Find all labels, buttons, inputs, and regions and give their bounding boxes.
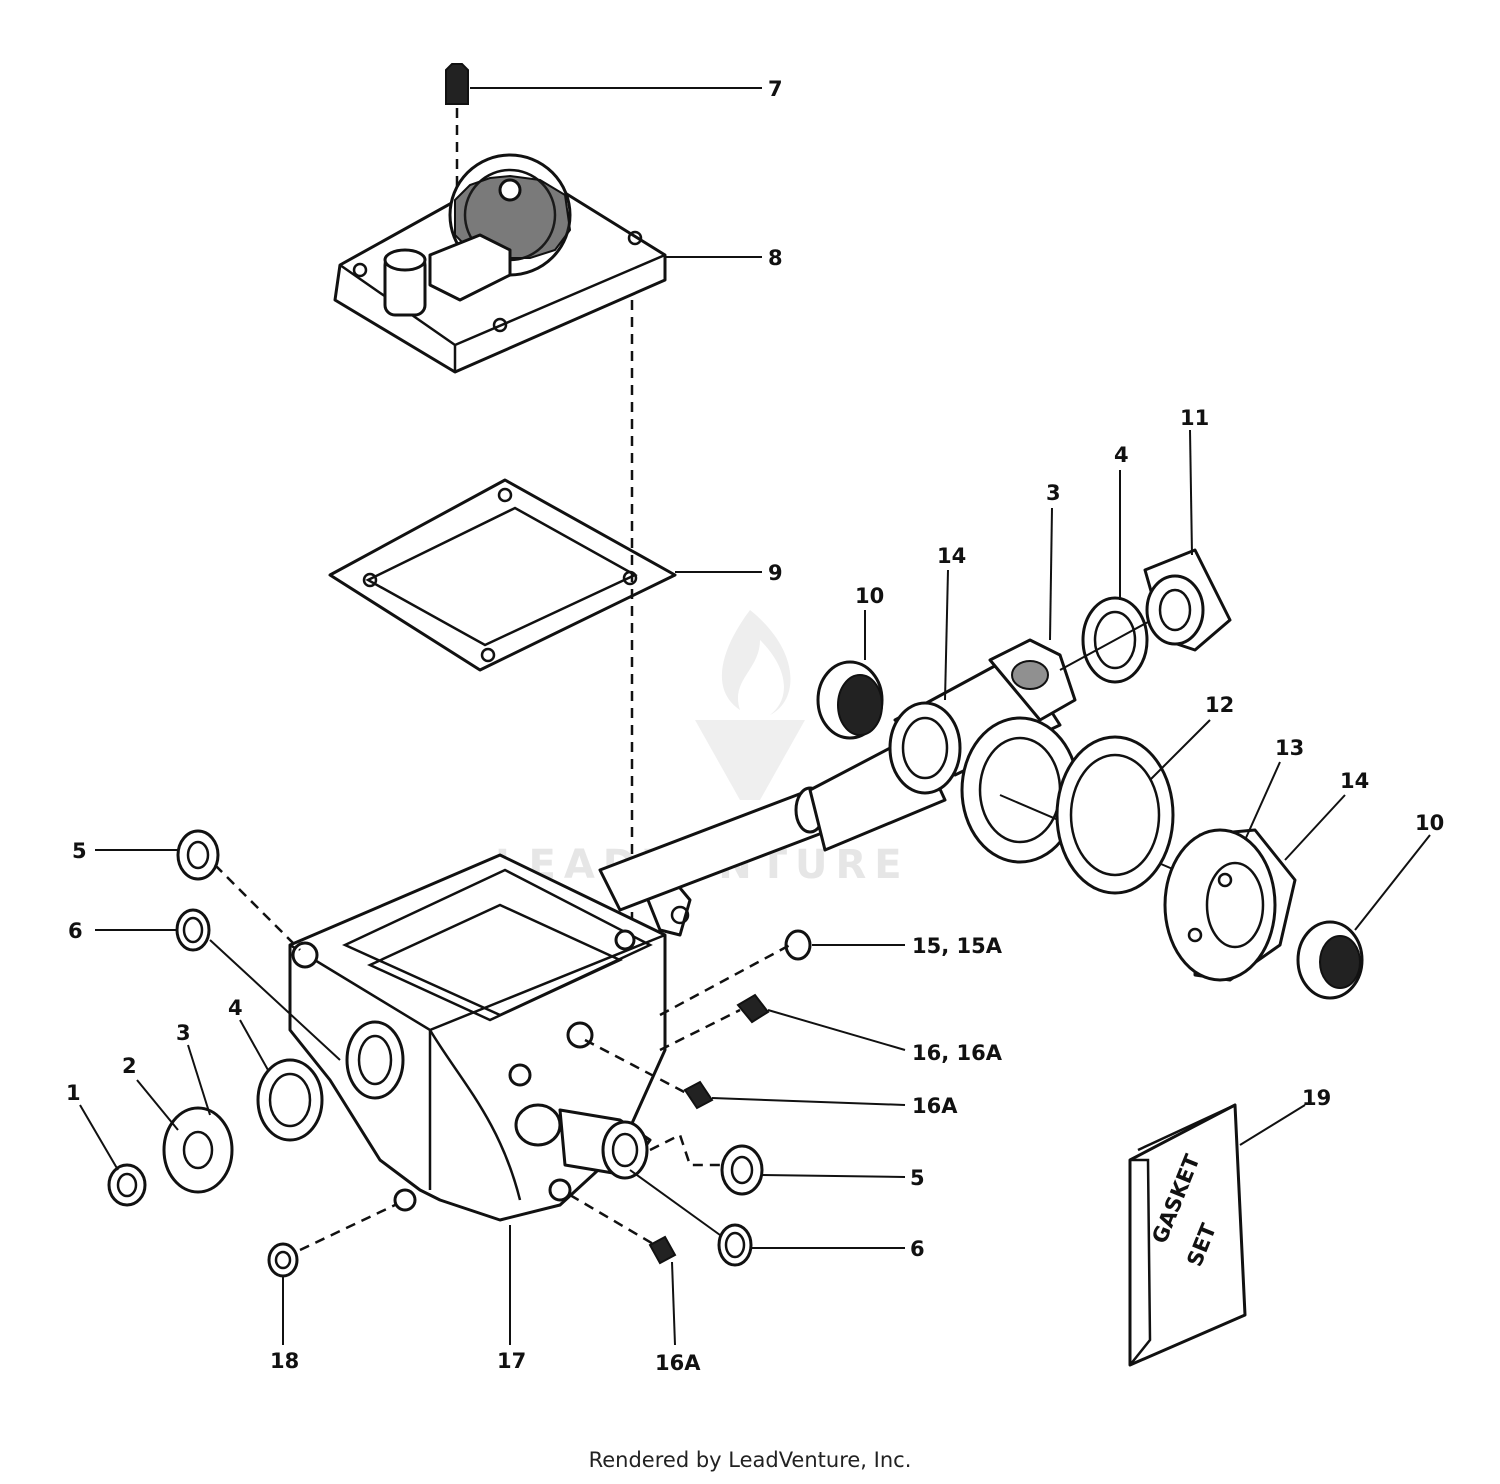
label-7: 7 [768,77,783,101]
label-4-left: 4 [228,996,243,1020]
part-7-set-screw [445,63,469,190]
label-12: 12 [1205,693,1234,717]
label-13: 13 [1275,736,1304,760]
label-16a-bottom: 16A [655,1351,701,1375]
part-10-bearing-upper [816,660,884,740]
left-axis-line [209,939,341,1061]
axis-dash-5b [649,1133,722,1167]
label-16-16a: 16, 16A [912,1041,1003,1065]
part-3-retainer-left [162,1106,234,1194]
label-3-left: 3 [176,1021,191,1045]
watermark-flame-icon [721,610,791,715]
part-16-plug [736,993,770,1024]
part-5-bearing-left [176,829,220,881]
label-5-left: 5 [72,839,87,863]
axis-dash-16a-bottom [569,1193,656,1247]
part-16a-plug-bottom [648,1235,677,1265]
part-9-cover-gasket [328,478,677,672]
label-19: 19 [1302,1086,1331,1110]
label-10-upper: 10 [855,584,884,608]
part-18-plug [267,1242,299,1278]
part-11-bearing-cap [1143,548,1232,652]
part-4-gasket-left [256,1058,324,1142]
part-8-gear-cover [333,153,667,374]
part-1-washer [107,1163,147,1207]
label-4-upper: 4 [1114,443,1129,467]
part-12-gasket [1055,735,1175,895]
label-15-15a: 15, 15A [912,934,1003,958]
label-6-left: 6 [68,919,83,943]
callout-labels: 7 8 9 10 14 3 4 11 12 13 14 10 5 6 15, 1… [66,77,1444,1375]
part-10-bearing-lower [1296,920,1364,1000]
label-14-upper: 14 [937,544,966,568]
part-13-retainer [1163,828,1297,982]
part-17-gear-housing [288,853,692,1222]
part-6-seal-right [717,1223,753,1267]
label-2: 2 [122,1054,137,1078]
axis-dash-16 [659,1008,741,1052]
footer-credit: Rendered by LeadVenture, Inc. [588,1448,912,1472]
label-6-right: 6 [910,1237,925,1261]
label-3-upper: 3 [1046,481,1061,505]
watermark-v-icon [695,720,805,800]
axis-line-6b [629,1169,721,1236]
label-8: 8 [768,246,783,270]
axis-dash-18 [299,1203,396,1252]
label-18: 18 [270,1349,299,1373]
leader-lines [79,87,1431,1346]
axis-dash-16a [584,1038,691,1097]
left-axis-dash [214,864,301,951]
label-9: 9 [768,561,783,585]
part-14-shaft-assembly [598,638,1176,912]
label-11: 11 [1180,406,1209,430]
part-5-bearing-right [720,1144,764,1196]
part-6-seal-left [175,908,211,952]
part-19-gasket-set: GASKET SET [1128,1103,1247,1367]
part-16a-plug [683,1080,714,1110]
label-1: 1 [66,1081,81,1105]
label-16a-right: 16A [912,1094,958,1118]
axis-dash-15 [659,943,791,1017]
label-5-right: 5 [910,1166,925,1190]
part-15-washer [784,929,812,961]
label-17: 17 [497,1349,526,1373]
label-14-lower: 14 [1340,769,1369,793]
label-10-lower: 10 [1415,811,1444,835]
